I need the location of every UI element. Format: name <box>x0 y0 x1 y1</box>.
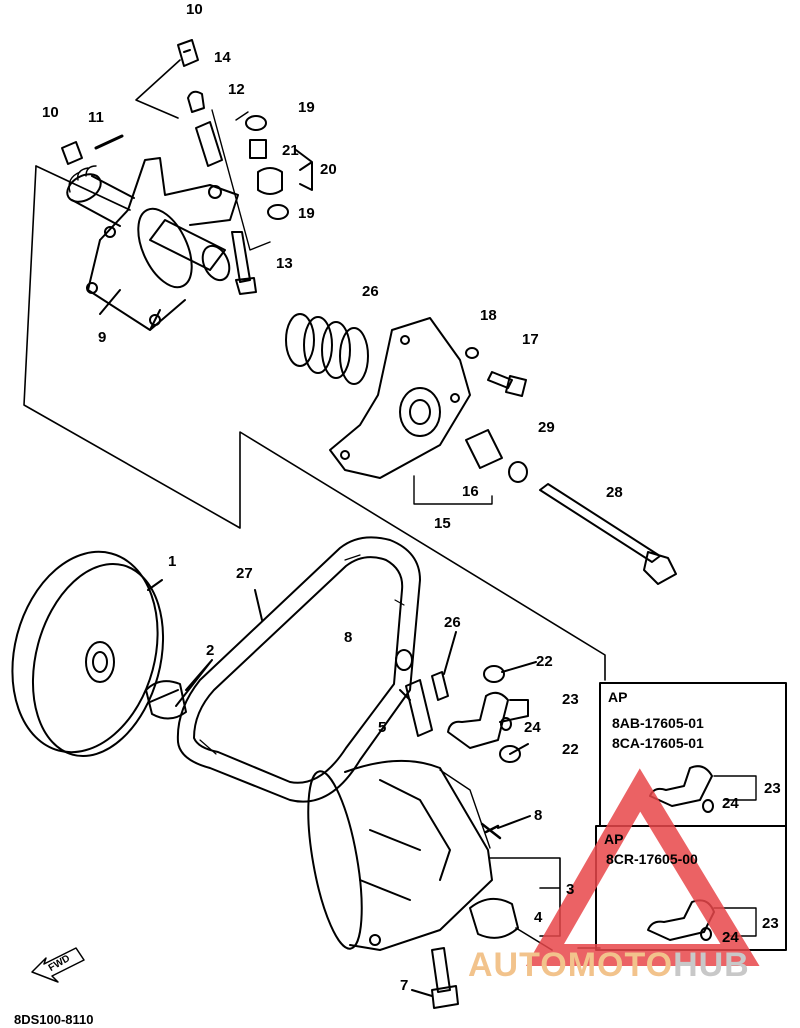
part-24 <box>500 717 512 731</box>
inset-1-part-number: 8CA-17605-01 <box>612 735 704 751</box>
callout-15: 15 <box>434 515 451 532</box>
callout-19: 19 <box>298 205 315 222</box>
primary-sheave-9 <box>66 157 239 331</box>
callout-22: 22 <box>536 653 553 670</box>
fwd-arrow-icon <box>31 947 85 983</box>
callout-22: 22 <box>562 741 579 758</box>
diagram-code: 8DS100-8110 <box>14 1012 94 1027</box>
belt-27 <box>176 536 421 803</box>
bushing-16 <box>465 429 503 469</box>
callout-19: 19 <box>298 99 315 116</box>
part-10b <box>61 141 83 165</box>
pin-26b <box>431 671 449 701</box>
part-10a <box>177 39 199 67</box>
group-outline <box>23 165 606 681</box>
callout-17: 17 <box>522 331 539 348</box>
part-22b <box>499 745 521 763</box>
callout-2: 2 <box>206 642 215 659</box>
part-12 <box>195 121 223 167</box>
callout-7: 7 <box>400 977 409 994</box>
callout-16: 16 <box>462 483 479 500</box>
inset-1-callout-24: 24 <box>722 795 739 812</box>
callout-9: 9 <box>98 329 107 346</box>
inset-2-callout-24: 24 <box>722 929 739 946</box>
part-11 <box>94 134 124 150</box>
callout-12: 12 <box>228 81 245 98</box>
callout-26: 26 <box>362 283 379 300</box>
weight-8a <box>395 649 413 671</box>
fixed-sheave-1 <box>11 550 165 758</box>
bolt-28 <box>539 483 677 585</box>
part-19a <box>245 115 267 131</box>
callout-14: 14 <box>214 49 231 66</box>
callout-21: 21 <box>282 142 299 159</box>
callout-10: 10 <box>42 104 59 121</box>
watermark-part-1: AUTOMOTO <box>468 946 674 984</box>
part-20 <box>257 167 283 195</box>
callout-20: 20 <box>320 161 337 178</box>
pin-5 <box>405 679 433 737</box>
callout-8: 8 <box>344 629 353 646</box>
callout-13: 13 <box>276 255 293 272</box>
inset-2-callout-23: 23 <box>762 915 779 932</box>
spring-26 <box>285 313 369 385</box>
bolt-13 <box>231 231 257 295</box>
arm-23 <box>447 691 509 749</box>
bolt-7 <box>431 947 459 1009</box>
group-outline-upper <box>135 59 181 119</box>
inset-2-part-number: 8CR-17605-00 <box>606 851 698 867</box>
cover-15 <box>329 317 471 479</box>
part-21 <box>249 139 267 159</box>
callout-5: 5 <box>378 719 387 736</box>
inset-1-part-number: 8AB-17605-01 <box>612 715 704 731</box>
inset-1-arm <box>649 765 713 807</box>
callout-18: 18 <box>480 307 497 324</box>
bearing-2 <box>145 680 187 720</box>
watermark-part-2: HUB <box>673 946 750 984</box>
watermark-logo-icon <box>525 768 760 966</box>
bolt-17 <box>487 371 527 397</box>
inset-2-title: AP <box>604 831 624 847</box>
callout-24: 24 <box>524 719 541 736</box>
part-19b <box>267 204 289 220</box>
inset-1-title: AP <box>608 689 628 705</box>
callout-29: 29 <box>538 419 555 436</box>
watermark-text: AUTOMOTOHUB <box>468 948 750 982</box>
part-22a <box>483 665 505 683</box>
callout-23: 23 <box>562 691 579 708</box>
callout-8: 8 <box>534 807 543 824</box>
callout-3: 3 <box>566 881 575 898</box>
callout-4: 4 <box>534 909 543 926</box>
callout-27: 27 <box>236 565 253 582</box>
inset-1-callout-23: 23 <box>764 780 781 797</box>
bushing-4 <box>469 897 519 939</box>
part-18 <box>465 347 479 359</box>
part-14 <box>187 90 205 113</box>
callout-26: 26 <box>444 614 461 631</box>
spring-8b <box>480 822 502 840</box>
callout-1: 1 <box>168 553 177 570</box>
washer-29 <box>508 461 528 483</box>
callout-28: 28 <box>606 484 623 501</box>
movable-sheave-3 <box>307 759 493 951</box>
callout-11: 11 <box>88 109 104 126</box>
callout-10: 10 <box>186 1 203 18</box>
